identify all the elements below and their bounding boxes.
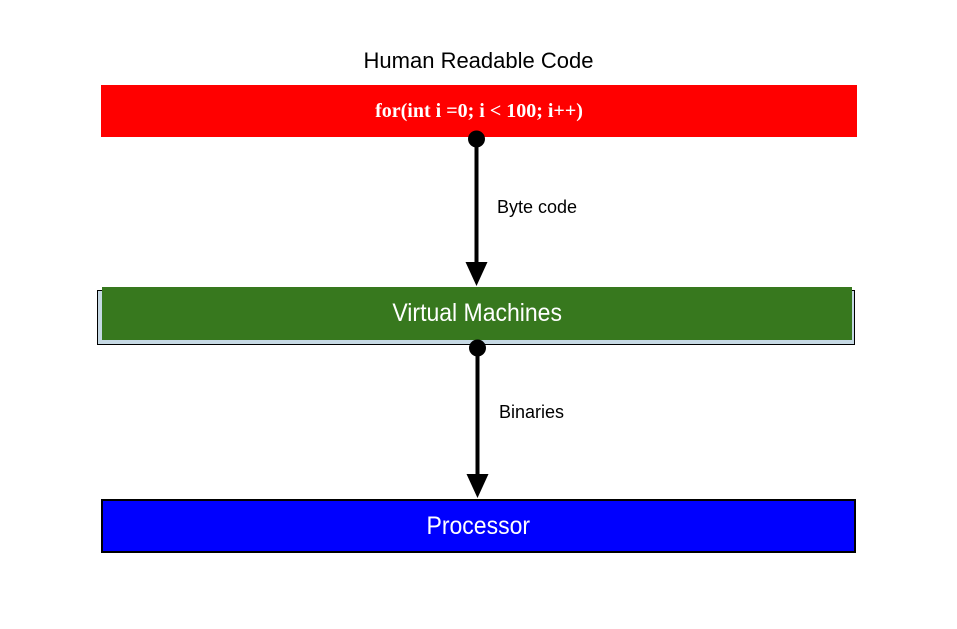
arrow-down-icon bbox=[466, 474, 489, 498]
layer-source-code: for(int i =0; i < 100; i++) bbox=[101, 85, 857, 137]
layer-virtual-machines-shadow: Virtual Machines bbox=[97, 287, 855, 345]
edge-label-byte-code: Byte code bbox=[497, 197, 578, 217]
layer-processor: Processor bbox=[101, 499, 856, 553]
source-code-text: for(int i =0; i < 100; i++) bbox=[375, 99, 583, 122]
arrow-byte-code bbox=[465, 130, 488, 286]
virtual-machines-label: Virtual Machines bbox=[392, 299, 562, 327]
edge-label-binaries: Binaries bbox=[499, 402, 565, 422]
processor-label: Processor bbox=[426, 511, 531, 540]
diagram-title: Human Readable Code bbox=[363, 48, 594, 73]
arrow-binaries bbox=[466, 339, 489, 498]
arrow-down-icon bbox=[465, 262, 488, 286]
layer-virtual-machines: Virtual Machines bbox=[102, 287, 852, 340]
